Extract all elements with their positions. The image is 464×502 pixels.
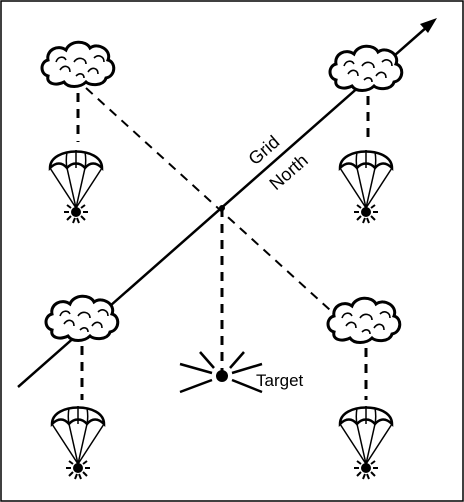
intersection-point	[219, 205, 225, 211]
cloud-burst-icon	[40, 40, 116, 88]
cloud-burst-icon	[328, 44, 404, 92]
target-burst-icon	[179, 351, 263, 394]
dashed-diagonal	[85, 87, 331, 311]
arrowhead-icon	[420, 18, 437, 33]
target-label: Target	[256, 371, 304, 390]
cloud-burst-icon	[326, 296, 402, 344]
cloud-burst-icon	[44, 294, 120, 342]
vertical-dashed-connectors	[76, 93, 370, 400]
